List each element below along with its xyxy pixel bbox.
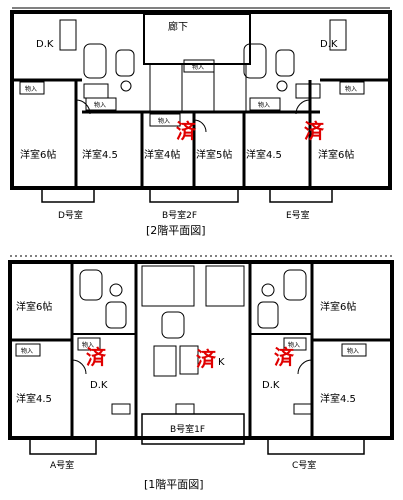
floor2-corridor: 廊下: [168, 20, 188, 33]
floor1-closet-4: 物入: [347, 347, 359, 355]
floor1-room-adk: D.K: [90, 380, 108, 391]
floor2-closet-1: 物入: [25, 85, 37, 93]
floor2-caption: [2階平面図]: [146, 223, 206, 237]
floor1-unit-b: B号室1F: [170, 423, 205, 435]
floor2-room-d45: 洋室4.5: [82, 148, 118, 161]
floor2-room-e6: 洋室6帖: [318, 148, 354, 161]
floor2-unit-b: B号室2F: [162, 209, 197, 221]
floor1-room-a45: 洋室4.5: [16, 392, 52, 405]
floor1-labels: 洋室6帖 洋室4.5 D.K K D.K 洋室6帖 洋室4.5 物入 物入 物入…: [16, 300, 359, 491]
floor1-caption: [1階平面図]: [144, 477, 204, 491]
floor2-room-b4: 洋室4帖: [144, 148, 180, 161]
floor2-closet-6: 物入: [345, 85, 357, 93]
floor1-room-a6: 洋室6帖: [16, 300, 52, 313]
floor2-dk-right: D.K: [320, 39, 338, 50]
floor1-room-c45: 洋室4.5: [320, 392, 356, 405]
floor2-unit-d: D号室: [58, 209, 83, 221]
floor1-room-cdk: D.K: [262, 380, 280, 391]
floor2-plan: [10, 7, 392, 203]
floor1-stamp-b: 済: [196, 347, 217, 371]
floor2-stamp-e: 済: [304, 119, 325, 143]
floor2-stamp-b: 済: [176, 119, 197, 143]
floor1-plan: [8, 255, 394, 455]
floor2-unit-e: E号室: [286, 209, 310, 221]
floor2-closet-4: 物入: [192, 63, 204, 71]
floor2-dk-left: D.K: [36, 39, 54, 50]
floor1-closet-3: 物入: [288, 341, 300, 349]
floor1-closet-2: 物入: [82, 341, 94, 349]
floor1-room-c6: 洋室6帖: [320, 300, 356, 313]
floor2-closet-2: 物入: [94, 101, 106, 109]
floor1-unit-c: C号室: [292, 459, 316, 471]
floor1-stamp-c: 済: [274, 345, 295, 369]
floor2-closet-5: 物入: [258, 101, 270, 109]
floor1-unit-a: A号室: [50, 459, 74, 471]
floor1-room-bk: K: [218, 357, 225, 368]
floor2-labels: D.K D.K 廊下 洋室6帖 洋室4.5 洋室4帖 洋室5帖 洋室4.5 洋室…: [20, 20, 357, 237]
floor1-stamp-a: 済: [86, 345, 107, 369]
floor2-room-e45: 洋室4.5: [246, 148, 282, 161]
floor2-room-d6: 洋室6帖: [20, 148, 56, 161]
floor1-closet-1: 物入: [21, 347, 33, 355]
floor2-closet-3: 物入: [158, 117, 170, 125]
floor2-room-b5: 洋室5帖: [196, 148, 232, 161]
